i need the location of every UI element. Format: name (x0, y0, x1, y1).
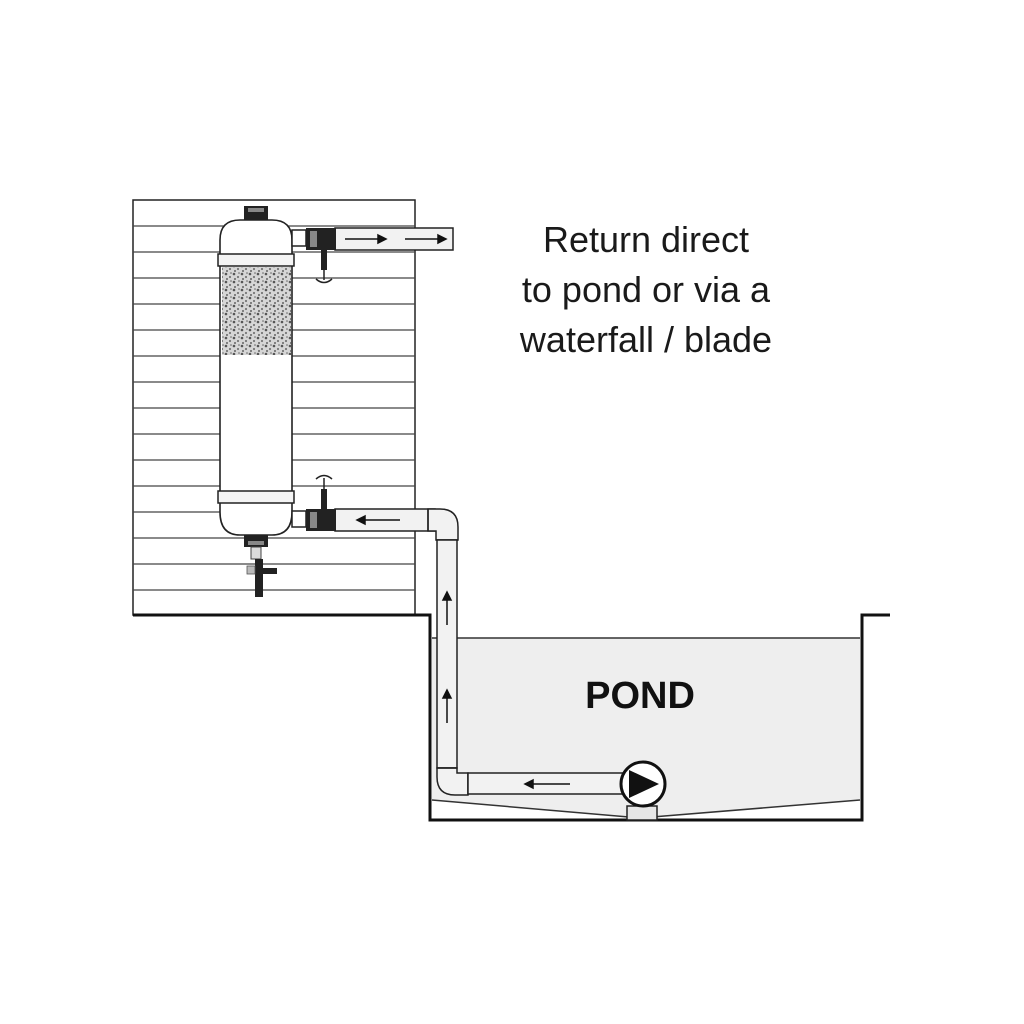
outlet-port (291, 228, 336, 250)
flow-arrow-left-icon (355, 514, 400, 526)
caption-line: to pond or via a (521, 269, 771, 310)
riser-pipe (436, 539, 458, 769)
filter-media (222, 267, 291, 355)
valve-icon (315, 250, 333, 284)
pressure-filter-vessel (217, 206, 295, 547)
pipe-elbow-top (427, 508, 459, 541)
pump-pipe (467, 772, 624, 795)
drain-tap-icon (246, 546, 277, 597)
pond-label: POND (585, 675, 695, 717)
return-pipe (334, 227, 454, 251)
inlet-port (291, 509, 336, 531)
pump-icon (619, 760, 667, 821)
return-caption: Return direct to pond or via a waterfall… (470, 215, 822, 365)
caption-line: waterfall / blade (519, 319, 773, 360)
valve-icon (315, 474, 333, 509)
inlet-pipe-horizontal (334, 508, 436, 532)
caption-line: Return direct (542, 219, 750, 260)
flow-arrow-left-icon (523, 778, 570, 790)
flow-arrow-right-icon (345, 233, 448, 245)
flow-arrow-up-icon (441, 590, 453, 723)
